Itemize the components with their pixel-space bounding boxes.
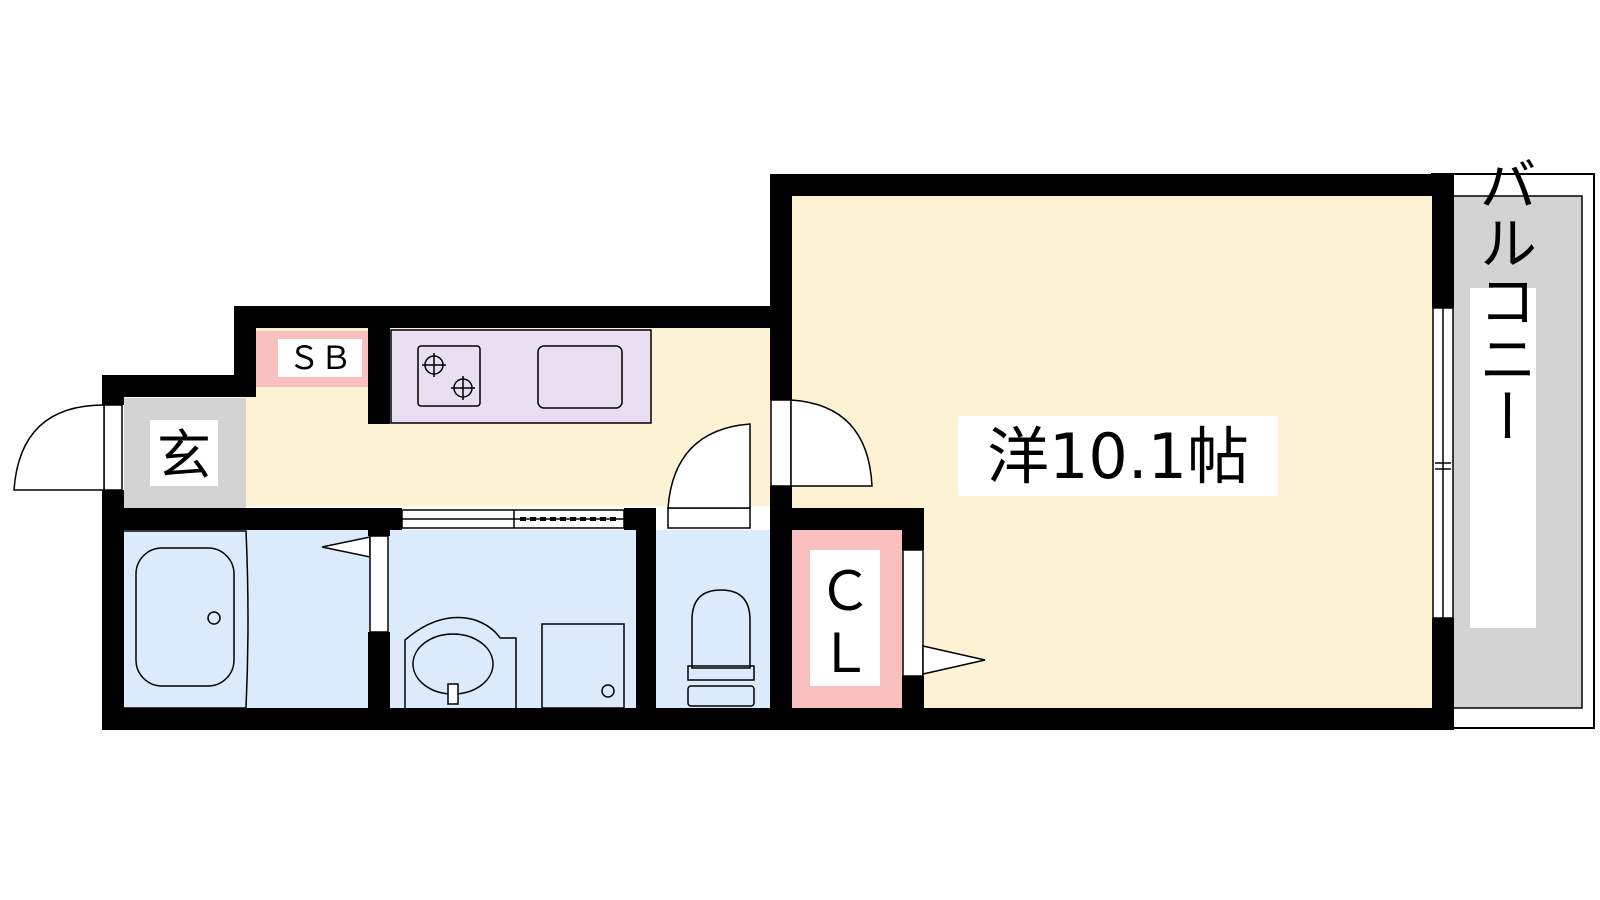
bath-door-frame (369, 535, 389, 633)
kitchen-sink-icon (537, 345, 623, 409)
toilet-door-icon (667, 423, 751, 529)
walls (102, 174, 1454, 730)
toilet-icon (687, 589, 755, 707)
entrance-door-icon (13, 404, 123, 491)
balcony (1431, 173, 1595, 729)
kitchen-counter (390, 329, 652, 424)
stove-icon (417, 345, 481, 407)
western-room-label: 洋10.1帖 (987, 420, 1249, 493)
closet-door-icon (902, 549, 986, 677)
closet-label-l: Ｌ (818, 622, 872, 685)
closet-label-c: Ｃ (818, 560, 872, 623)
room-door-icon (770, 399, 873, 487)
doors (13, 399, 986, 677)
balcony-label: バルコニー (1469, 155, 1537, 445)
labels: 洋10.1帖 玄 ＳＢ Ｃ Ｌ バルコニー (150, 155, 1537, 686)
windows (401, 307, 1454, 619)
bathtub-icon (124, 530, 249, 709)
washroom-floor (389, 530, 637, 708)
toilet-floor (656, 530, 770, 708)
entrance-label: 玄 (157, 424, 211, 487)
wash-basin-icon (404, 616, 517, 708)
shoe-box-label: ＳＢ (288, 339, 352, 377)
